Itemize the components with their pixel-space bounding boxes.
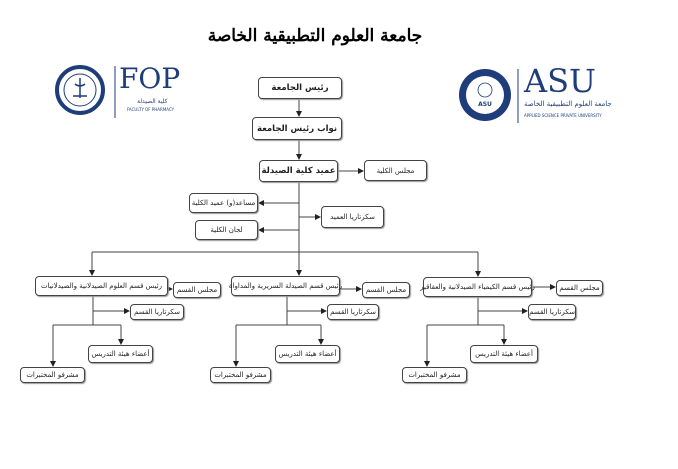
fop-arabic: كلية الصيدلة [137, 98, 168, 105]
fop-logo-text: FOP [119, 62, 181, 95]
page-title: جامعة العلوم التطبيقية الخاصة [207, 26, 423, 46]
asu-arabic: جامعة العلوم التطبيقية الخاصة [524, 100, 612, 108]
department-secretariat-box: سكرتاريا القسم [130, 304, 184, 320]
pharmacy-seal-icon [55, 65, 116, 118]
lab-supervisors-box: مشرفو المختبرات [402, 367, 467, 383]
assistant-dean-box: مساعد(و) عميد الكلية [189, 193, 258, 213]
dean-secretariat-box: سكرتاريا العميد [321, 206, 384, 228]
department-council-box: مجلس القسم [173, 282, 221, 298]
department-secretariat-box: سكرتاريا القسم [528, 304, 576, 320]
faculty-members-box: أعضاء هيئة التدريس [470, 345, 538, 363]
president-box: رئيس الجامعة [258, 77, 342, 99]
lab-supervisors-box: مشرفو المختبرات [20, 367, 85, 383]
asu-english: APPLIED SCIENCE PRIVATE UNIVERSITY [524, 113, 602, 118]
lab-supervisors-box: مشرفو المختبرات [210, 367, 271, 383]
department-head-box: رئيس قسم الصيدلة السريرية والمداواة [229, 276, 342, 296]
department-council-box: مجلس القسم [362, 282, 410, 298]
faculty-members-box: أعضاء هيئة التدريس [275, 345, 340, 363]
vice-presidents-box: نواب رئيس الجامعة [252, 117, 342, 140]
university-seal-icon: ASU [459, 69, 519, 123]
asu-logo-text: ASU [524, 62, 596, 100]
faculty-committees-box: لجان الكلية [195, 220, 258, 240]
dean-box: عميد كلية الصيدلة [259, 160, 338, 182]
asu-logo: ASU ASU جامعة العلوم التطبيقية الخاصة AP… [458, 62, 628, 126]
fop-english: FACULTY OF PHARMACY [127, 107, 175, 112]
fop-logo: FOP كلية الصيدلة FACULTY OF PHARMACY [55, 62, 195, 122]
department-council-box: مجلس القسم [556, 280, 603, 296]
faculty-council-box: مجلس الكلية [364, 160, 427, 181]
department-secretariat-box: سكرتاريا القسم [327, 304, 379, 320]
department-head-box: رئيس قسم العلوم الصيدلانية والصيدلانيات [35, 276, 168, 296]
seal-text: ASU [478, 101, 492, 108]
faculty-members-box: أعضاء هيئة التدريس [88, 345, 153, 363]
department-head-box: رئيس قسم الكيمياء الصيدلانية والعقاقير [420, 277, 535, 297]
